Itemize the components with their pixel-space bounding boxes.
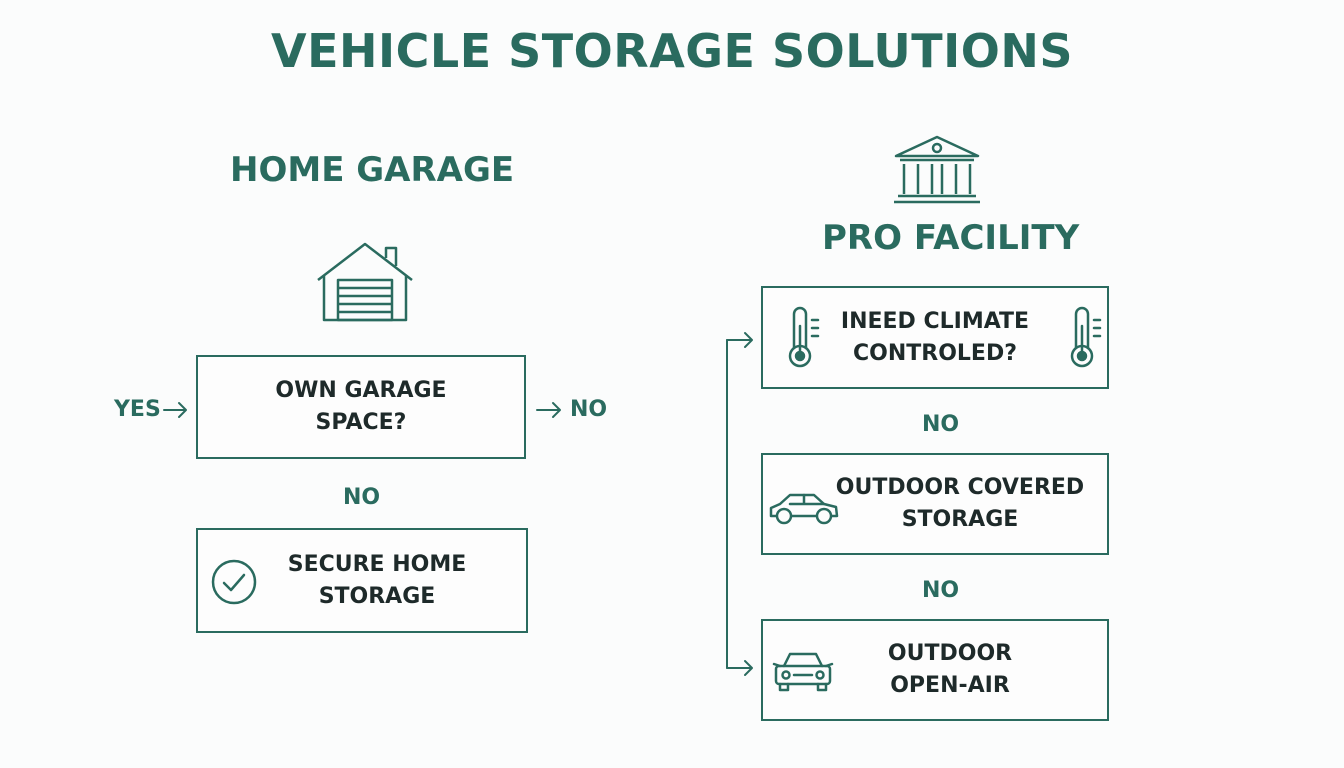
secure-home-storage-box: SECURE HOME STORAGE [196,528,528,633]
thermometer-icon [788,306,820,368]
thermometer-icon-right [1070,306,1102,368]
check-circle-icon [211,559,257,605]
outdoor-open-air-text: OUTDOOR OPEN-AIR [887,641,1013,698]
own-garage-question-box: OWN GARAGE SPACE? [196,355,526,459]
arrow-to-climate [726,332,753,348]
outdoor-open-air-box: OUTDOOR OPEN-AIR [761,619,1109,721]
arrow-to-open-air [726,660,753,676]
outdoor-covered-text: OUTDOOR COVERED STORAGE [835,475,1085,532]
pro-facility-heading: PRO FACILITY [822,218,1080,258]
car-side-icon [769,493,839,525]
own-garage-question-text: OWN GARAGE SPACE? [275,378,447,435]
garage-icon [317,242,413,322]
yes-arrow [163,402,187,418]
secure-home-storage-text: SECURE HOME STORAGE [287,551,467,609]
no-label-climate: NO [922,412,960,437]
no-label-covered: NO [922,578,960,603]
no-down-label: NO [343,485,381,510]
home-garage-heading: HOME GARAGE [230,150,515,190]
yes-label: YES [114,397,161,422]
climate-question-box: INEED CLIMATE CONTROLED? [761,286,1109,389]
no-right-arrow [536,402,561,418]
diagram-title: VEHICLE STORAGE SOLUTIONS [271,24,1073,78]
no-right-label: NO [570,397,608,422]
climate-question-text: INEED CLIMATE CONTROLED? [840,308,1030,366]
building-icon [894,135,980,204]
car-front-icon [772,652,834,692]
